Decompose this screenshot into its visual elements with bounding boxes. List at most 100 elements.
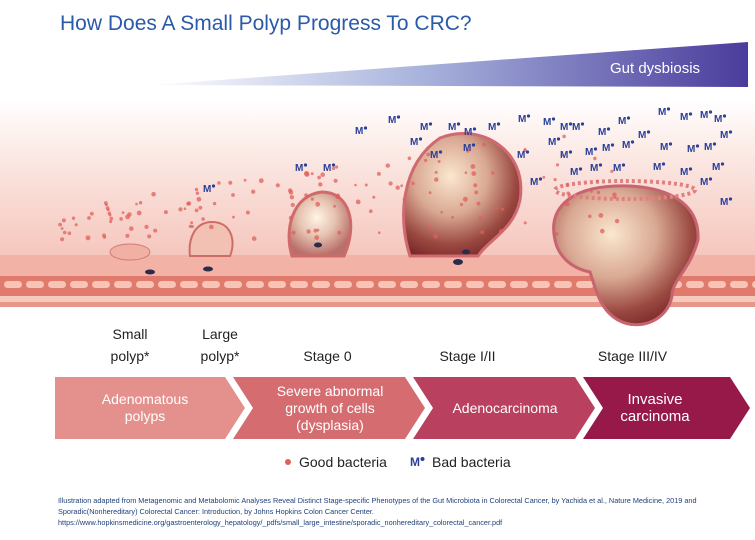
good-bacteria-dot	[554, 232, 559, 236]
good-bacteria-dot	[320, 172, 326, 177]
svg-text:M: M	[622, 140, 630, 151]
good-bacteria-dot	[424, 158, 428, 162]
good-bacteria-dot	[108, 213, 112, 217]
bad-bacteria-icon: M	[658, 107, 671, 118]
good-bacteria-dot	[135, 202, 138, 206]
good-bacteria-dot	[555, 163, 560, 167]
bad-bacteria-icon: M	[410, 455, 425, 469]
good-bacteria-dot	[147, 234, 152, 239]
good-bacteria-dot	[314, 235, 320, 241]
debris	[453, 259, 463, 265]
muscle-cell	[708, 281, 726, 288]
svg-text:M: M	[448, 122, 456, 133]
good-bacteria-dot	[355, 199, 361, 205]
good-bacteria-dot	[125, 233, 130, 238]
svg-text:M: M	[660, 142, 668, 153]
svg-text:M: M	[658, 107, 666, 118]
good-bacteria-dot	[560, 153, 564, 157]
bad-bacteria-icon: M	[548, 137, 561, 148]
stage0-polyp	[287, 190, 353, 258]
good-bacteria-dot	[136, 210, 142, 216]
bad-bacteria-icon: M	[602, 143, 615, 154]
good-bacteria-dot	[614, 218, 620, 224]
svg-text:M: M	[602, 143, 610, 154]
muscle-cell	[246, 281, 264, 288]
bad-bacteria-icon: M	[323, 163, 336, 174]
good-bacteria-dot	[74, 223, 78, 227]
bad-bacteria-icon: M	[720, 197, 733, 208]
muscle-cell	[136, 281, 154, 288]
good-bacteria-dot	[85, 235, 91, 241]
debris	[314, 242, 322, 248]
good-bacteria-dot	[291, 230, 296, 235]
small-polyp	[109, 243, 151, 261]
good-bacteria-dot	[600, 228, 605, 234]
good-bacteria-dot	[451, 215, 454, 219]
good-bacteria-dot	[60, 227, 64, 230]
svg-text:M: M	[700, 110, 708, 121]
muscle-cell	[686, 281, 704, 288]
good-bacteria-dot	[188, 224, 193, 229]
svg-text:M: M	[355, 126, 363, 137]
bad-bacteria-icon: M	[598, 127, 611, 138]
muscle-cell	[48, 281, 66, 288]
svg-text:M: M	[704, 142, 712, 153]
good-bacteria-dot	[437, 160, 441, 163]
good-bacteria-dot	[364, 183, 368, 187]
good-bacteria-dot	[198, 205, 203, 210]
good-bacteria-dot	[402, 197, 406, 201]
good-bacteria-dot	[288, 215, 293, 220]
good-bacteria-dot	[596, 179, 599, 183]
svg-text:M: M	[680, 112, 688, 123]
svg-text:M: M	[488, 122, 496, 133]
good-bacteria-dot	[251, 189, 256, 194]
bad-bacteria-icon: M	[295, 163, 308, 174]
bad-bacteria-icon: M	[530, 177, 543, 188]
svg-text:M: M	[720, 197, 728, 208]
muscle-layer-cells	[4, 281, 755, 288]
good-bacteria-dot	[153, 228, 158, 233]
arrow-label-adenocarcinoma: Adenocarcinoma	[452, 399, 558, 416]
good-bacteria-dot	[186, 202, 190, 206]
muscle-cell	[180, 281, 198, 288]
svg-text:M: M	[680, 167, 688, 178]
good-bacteria-dot	[440, 210, 444, 214]
svg-text:M: M	[463, 143, 471, 154]
good-bacteria-dot	[426, 152, 431, 157]
debris	[203, 266, 213, 272]
good-bacteria-dot	[335, 165, 339, 169]
source-footnote: Illustration adapted from Metagenomic an…	[58, 496, 697, 527]
muscle-cell	[92, 281, 110, 288]
muscle-cell	[554, 281, 572, 288]
good-bacteria-dot	[304, 171, 309, 176]
muscle-cell	[510, 281, 528, 288]
muscle-cell	[4, 281, 22, 288]
svg-text:M: M	[712, 162, 720, 173]
svg-text:M: M	[572, 122, 580, 133]
svg-text:M: M	[653, 162, 661, 173]
good-bacteria-dot	[434, 177, 439, 182]
svg-text:M: M	[590, 163, 598, 174]
muscle-cell	[312, 281, 330, 288]
muscle-cell	[268, 281, 286, 288]
svg-text:M: M	[700, 177, 708, 188]
good-bacteria-dot	[290, 202, 295, 208]
stage-label-stage-0: Stage 0	[303, 348, 352, 364]
good-bacteria-dot	[288, 190, 294, 195]
muscle-cell	[576, 281, 594, 288]
good-bacteria-dot	[129, 226, 134, 231]
svg-text:M: M	[570, 167, 578, 178]
muscle-cell	[224, 281, 242, 288]
good-bacteria-dot	[138, 201, 143, 205]
good-bacteria-dot	[318, 182, 323, 187]
good-bacteria-dot	[87, 216, 91, 220]
muscle-cell	[114, 281, 132, 288]
svg-text:M: M	[714, 114, 722, 125]
bad-bacteria-icon: M	[543, 117, 556, 128]
bad-bacteria-icon: M	[430, 150, 443, 161]
bad-bacteria-icon: M	[680, 112, 693, 123]
